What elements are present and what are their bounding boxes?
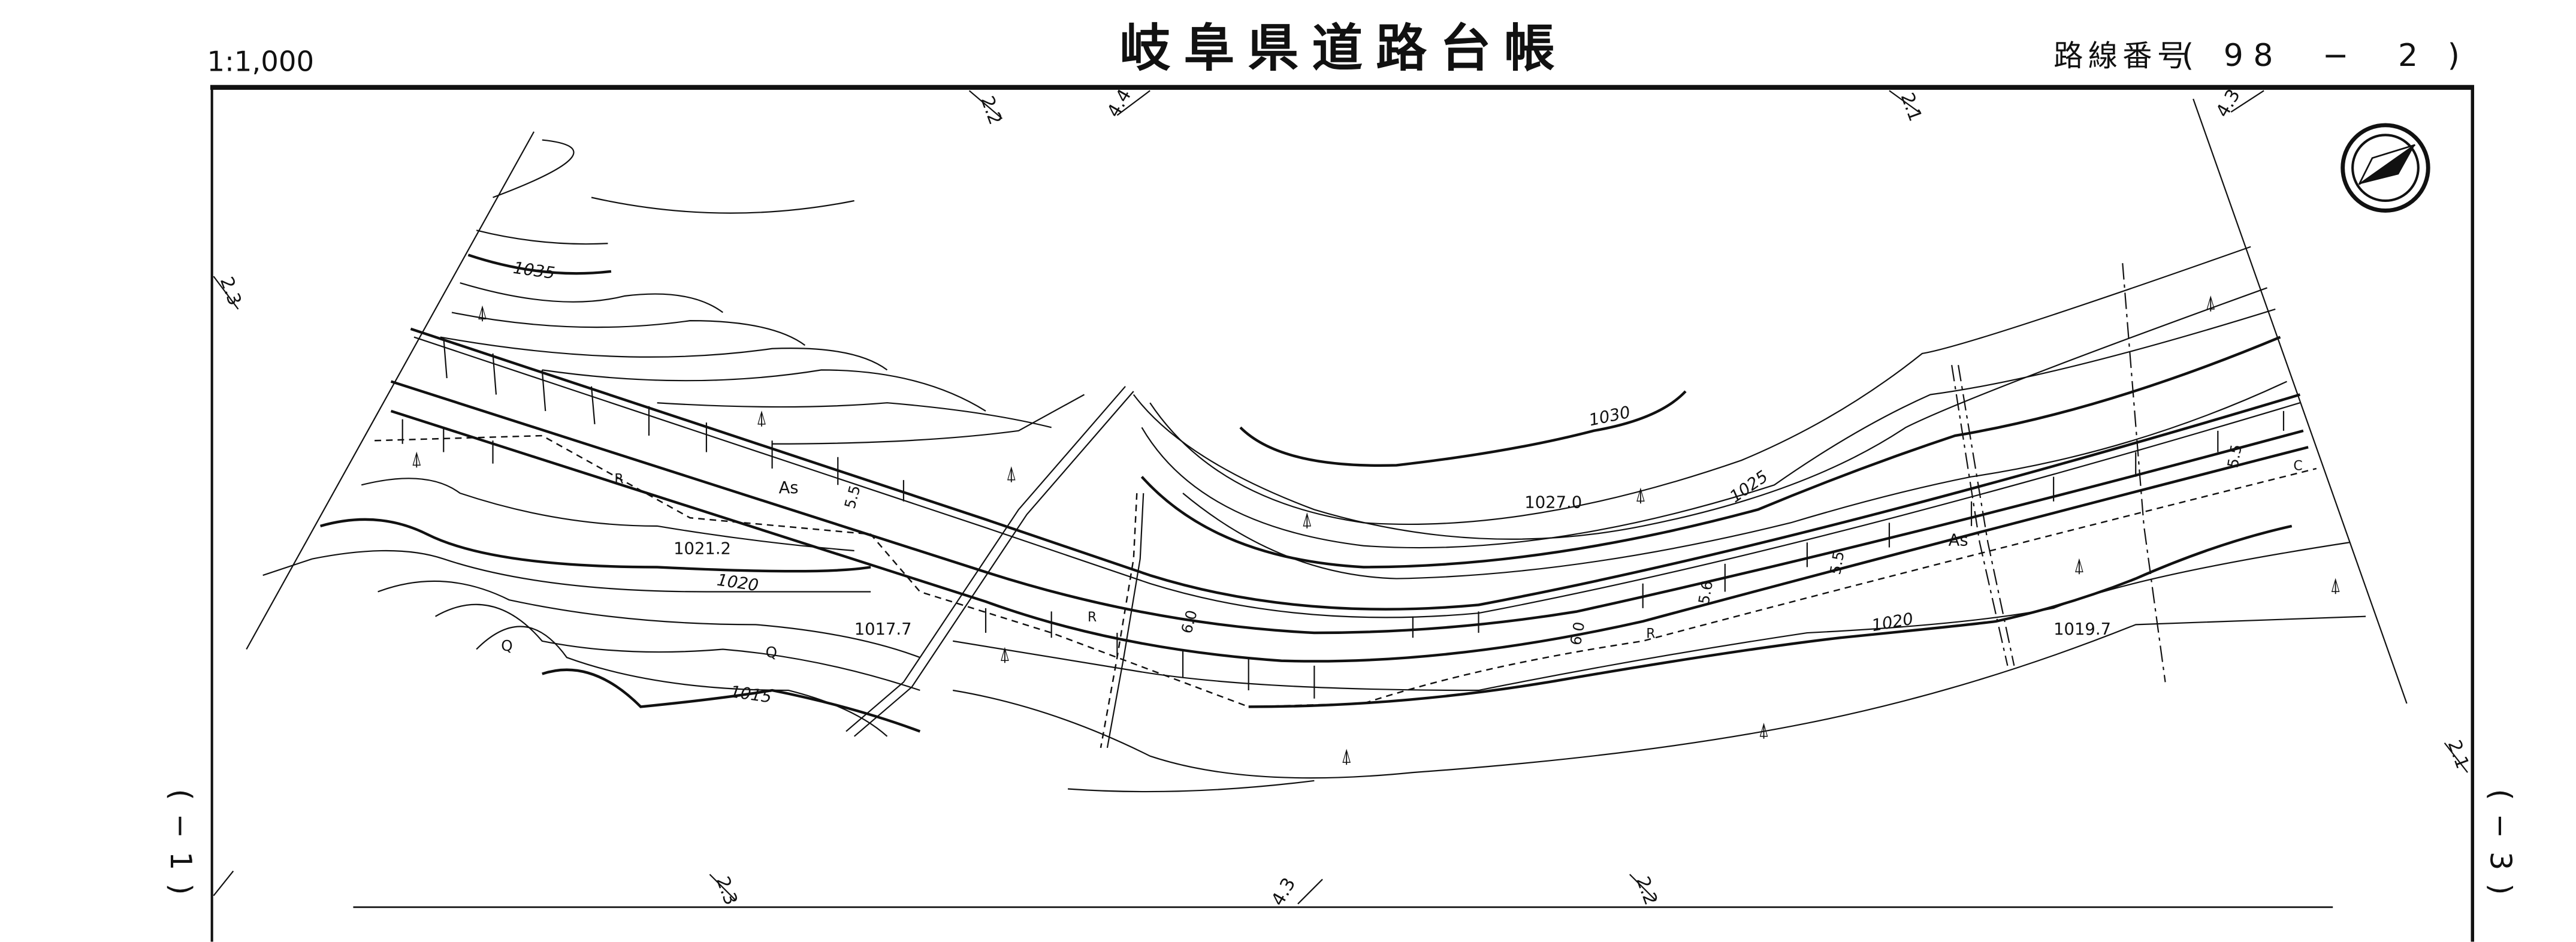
svg-text:⍋: ⍋ xyxy=(999,642,1011,666)
surface-label: As xyxy=(1949,532,1968,550)
road xyxy=(375,263,2317,748)
scale-label: 1:1,000 xyxy=(207,45,314,77)
svg-text:⍋: ⍋ xyxy=(410,446,422,470)
contour-label: 1015 xyxy=(729,683,772,707)
road-width: 5.5 xyxy=(841,484,863,511)
field-mark: Q xyxy=(501,637,512,654)
contour-label: 1035 xyxy=(512,259,555,283)
svg-text:⍋: ⍋ xyxy=(2073,554,2085,577)
side-label: C xyxy=(2293,459,2302,474)
right-sheet-index: (−3) xyxy=(2483,789,2518,908)
contour-label: 1027.0 xyxy=(1524,494,1582,512)
border-mark: 2.1 xyxy=(2444,738,2473,772)
svg-text:⍋: ⍋ xyxy=(2204,291,2216,314)
border-mark: 4.3 xyxy=(2212,86,2245,121)
contour-label: 1021.2 xyxy=(674,539,731,558)
border-mark: 4.3 xyxy=(1267,874,1300,910)
svg-text:⍋: ⍋ xyxy=(1301,508,1313,531)
contours xyxy=(262,139,2366,793)
road-width: 5.5 xyxy=(2224,443,2245,469)
contour-label: 1025 xyxy=(1726,467,1771,506)
svg-text:⍋: ⍋ xyxy=(2330,573,2342,597)
side-label: R xyxy=(1088,610,1097,625)
map-title: 岐阜県道路台帳 xyxy=(1119,19,1568,78)
surface-label: As xyxy=(779,479,799,497)
svg-text:⍋: ⍋ xyxy=(476,300,488,324)
svg-text:⍋: ⍋ xyxy=(756,406,768,429)
border-mark: 2.3 xyxy=(216,274,245,308)
road-width: 5.5 xyxy=(1826,550,1847,576)
border-mark: 2.2 xyxy=(976,93,1005,128)
svg-text:⍋: ⍋ xyxy=(1758,718,1770,741)
north-arrow-icon xyxy=(2341,123,2430,213)
contour-label: 1017.7 xyxy=(854,620,912,639)
contour-label: 1019.7 xyxy=(2053,620,2111,639)
left-sheet-index: (−1) xyxy=(164,789,198,908)
side-label: R xyxy=(614,472,623,487)
route-number: ( 98 − 2 ) xyxy=(2182,38,2469,74)
field-mark: Q xyxy=(766,644,777,661)
border-mark: 4.4 xyxy=(1103,86,1136,121)
road-width: 6.0 xyxy=(1567,620,1588,647)
road-width: 6.0 xyxy=(1178,608,1201,635)
road-width: 5.6 xyxy=(1695,579,1716,606)
route-label: 路線番号 xyxy=(2053,38,2191,73)
svg-text:⍋: ⍋ xyxy=(1340,744,1352,768)
side-label: R xyxy=(1646,626,1655,641)
svg-text:⍋: ⍋ xyxy=(1635,483,1647,506)
svg-text:⍋: ⍋ xyxy=(1005,461,1017,485)
vegetation-marks: ⍋ ⍋ ⍋ ⍋ ⍋ ⍋ ⍋ ⍋ ⍋ ⍋ ⍋ ⍋ xyxy=(410,291,2341,768)
contour-label: 1030 xyxy=(1587,403,1632,430)
